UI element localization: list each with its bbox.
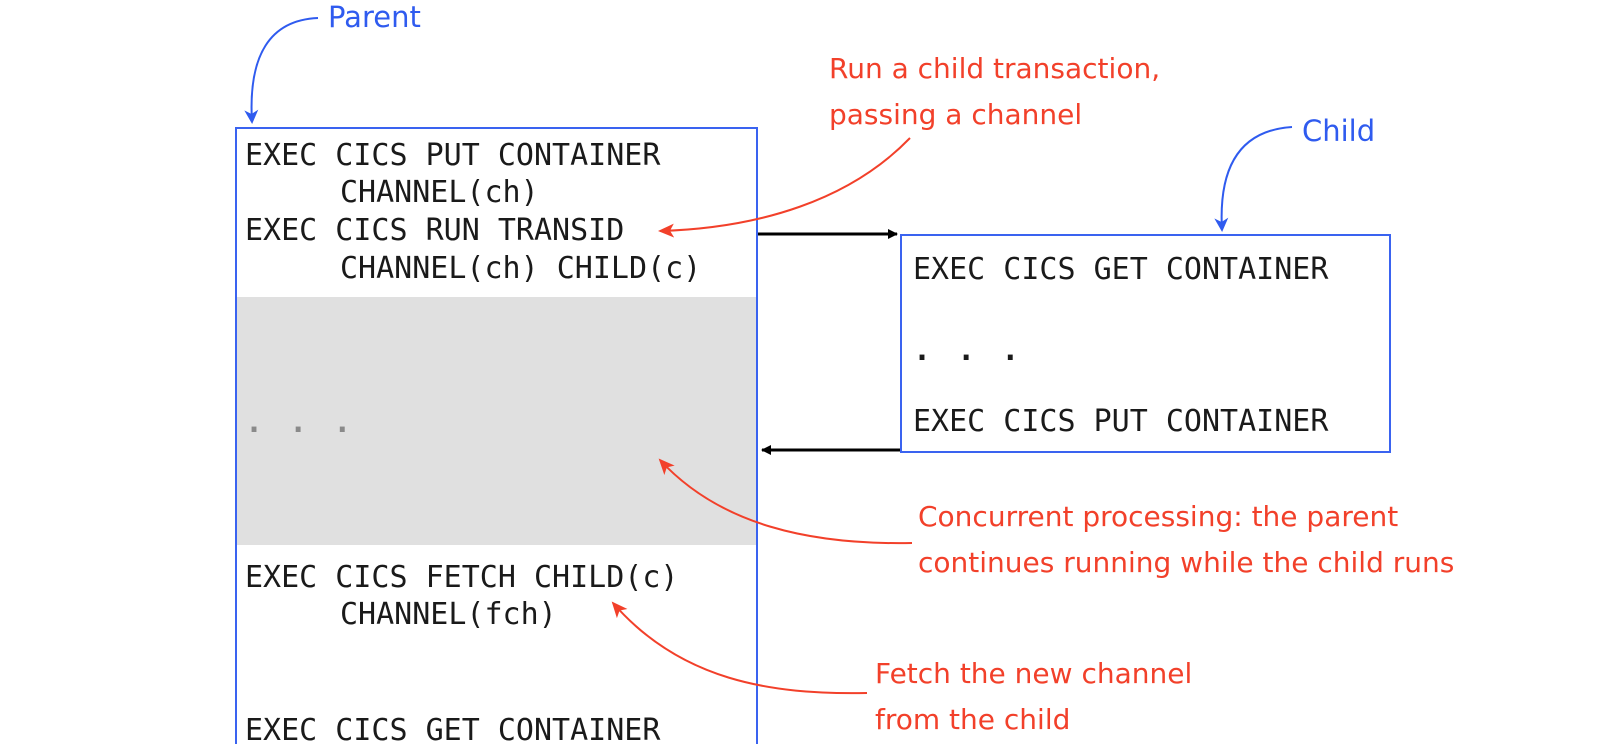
parent-label: Parent bbox=[328, 0, 421, 34]
parent-code-line-3: EXEC CICS RUN TRANSID bbox=[245, 213, 624, 248]
annotation-run-child-line-2: passing a channel bbox=[829, 98, 1082, 131]
annotation-run-child-arrow bbox=[658, 137, 911, 238]
annotation-concurrent-line-1: Concurrent processing: the parent bbox=[918, 500, 1398, 533]
concurrent-region bbox=[237, 297, 756, 545]
annotation-fetch-line-1: Fetch the new channel bbox=[875, 657, 1192, 690]
parent-pointer-arrow bbox=[244, 17, 319, 124]
annotation-run-child-line-1: Run a child transaction, bbox=[829, 52, 1160, 85]
child-code-line-1: EXEC CICS GET CONTAINER bbox=[913, 252, 1329, 287]
parent-code-line-5: EXEC CICS FETCH CHILD(c) bbox=[245, 560, 678, 595]
parent-code-line-4: CHANNEL(ch) CHILD(c) bbox=[340, 251, 701, 286]
child-code-line-2: EXEC CICS PUT CONTAINER bbox=[913, 404, 1329, 439]
child-pointer-arrow bbox=[1214, 126, 1293, 232]
parent-code-line-7: EXEC CICS GET CONTAINER bbox=[245, 713, 661, 744]
parent-code-line-6: CHANNEL(fch) bbox=[340, 597, 557, 632]
annotation-fetch-arrow bbox=[611, 601, 868, 695]
parent-code-line-2: CHANNEL(ch) bbox=[340, 175, 539, 210]
annotation-fetch-line-2: from the child bbox=[875, 703, 1070, 736]
parent-code-line-1: EXEC CICS PUT CONTAINER bbox=[245, 138, 661, 173]
annotation-concurrent-line-2: continues running while the child runs bbox=[918, 546, 1454, 579]
child-label: Child bbox=[1302, 114, 1375, 148]
annotation-concurrent-arrow bbox=[658, 458, 913, 545]
child-ellipsis: . . . bbox=[913, 333, 1023, 368]
child-box bbox=[900, 234, 1391, 453]
parent-box bbox=[235, 127, 758, 744]
parent-ellipsis: . . . bbox=[245, 405, 355, 440]
